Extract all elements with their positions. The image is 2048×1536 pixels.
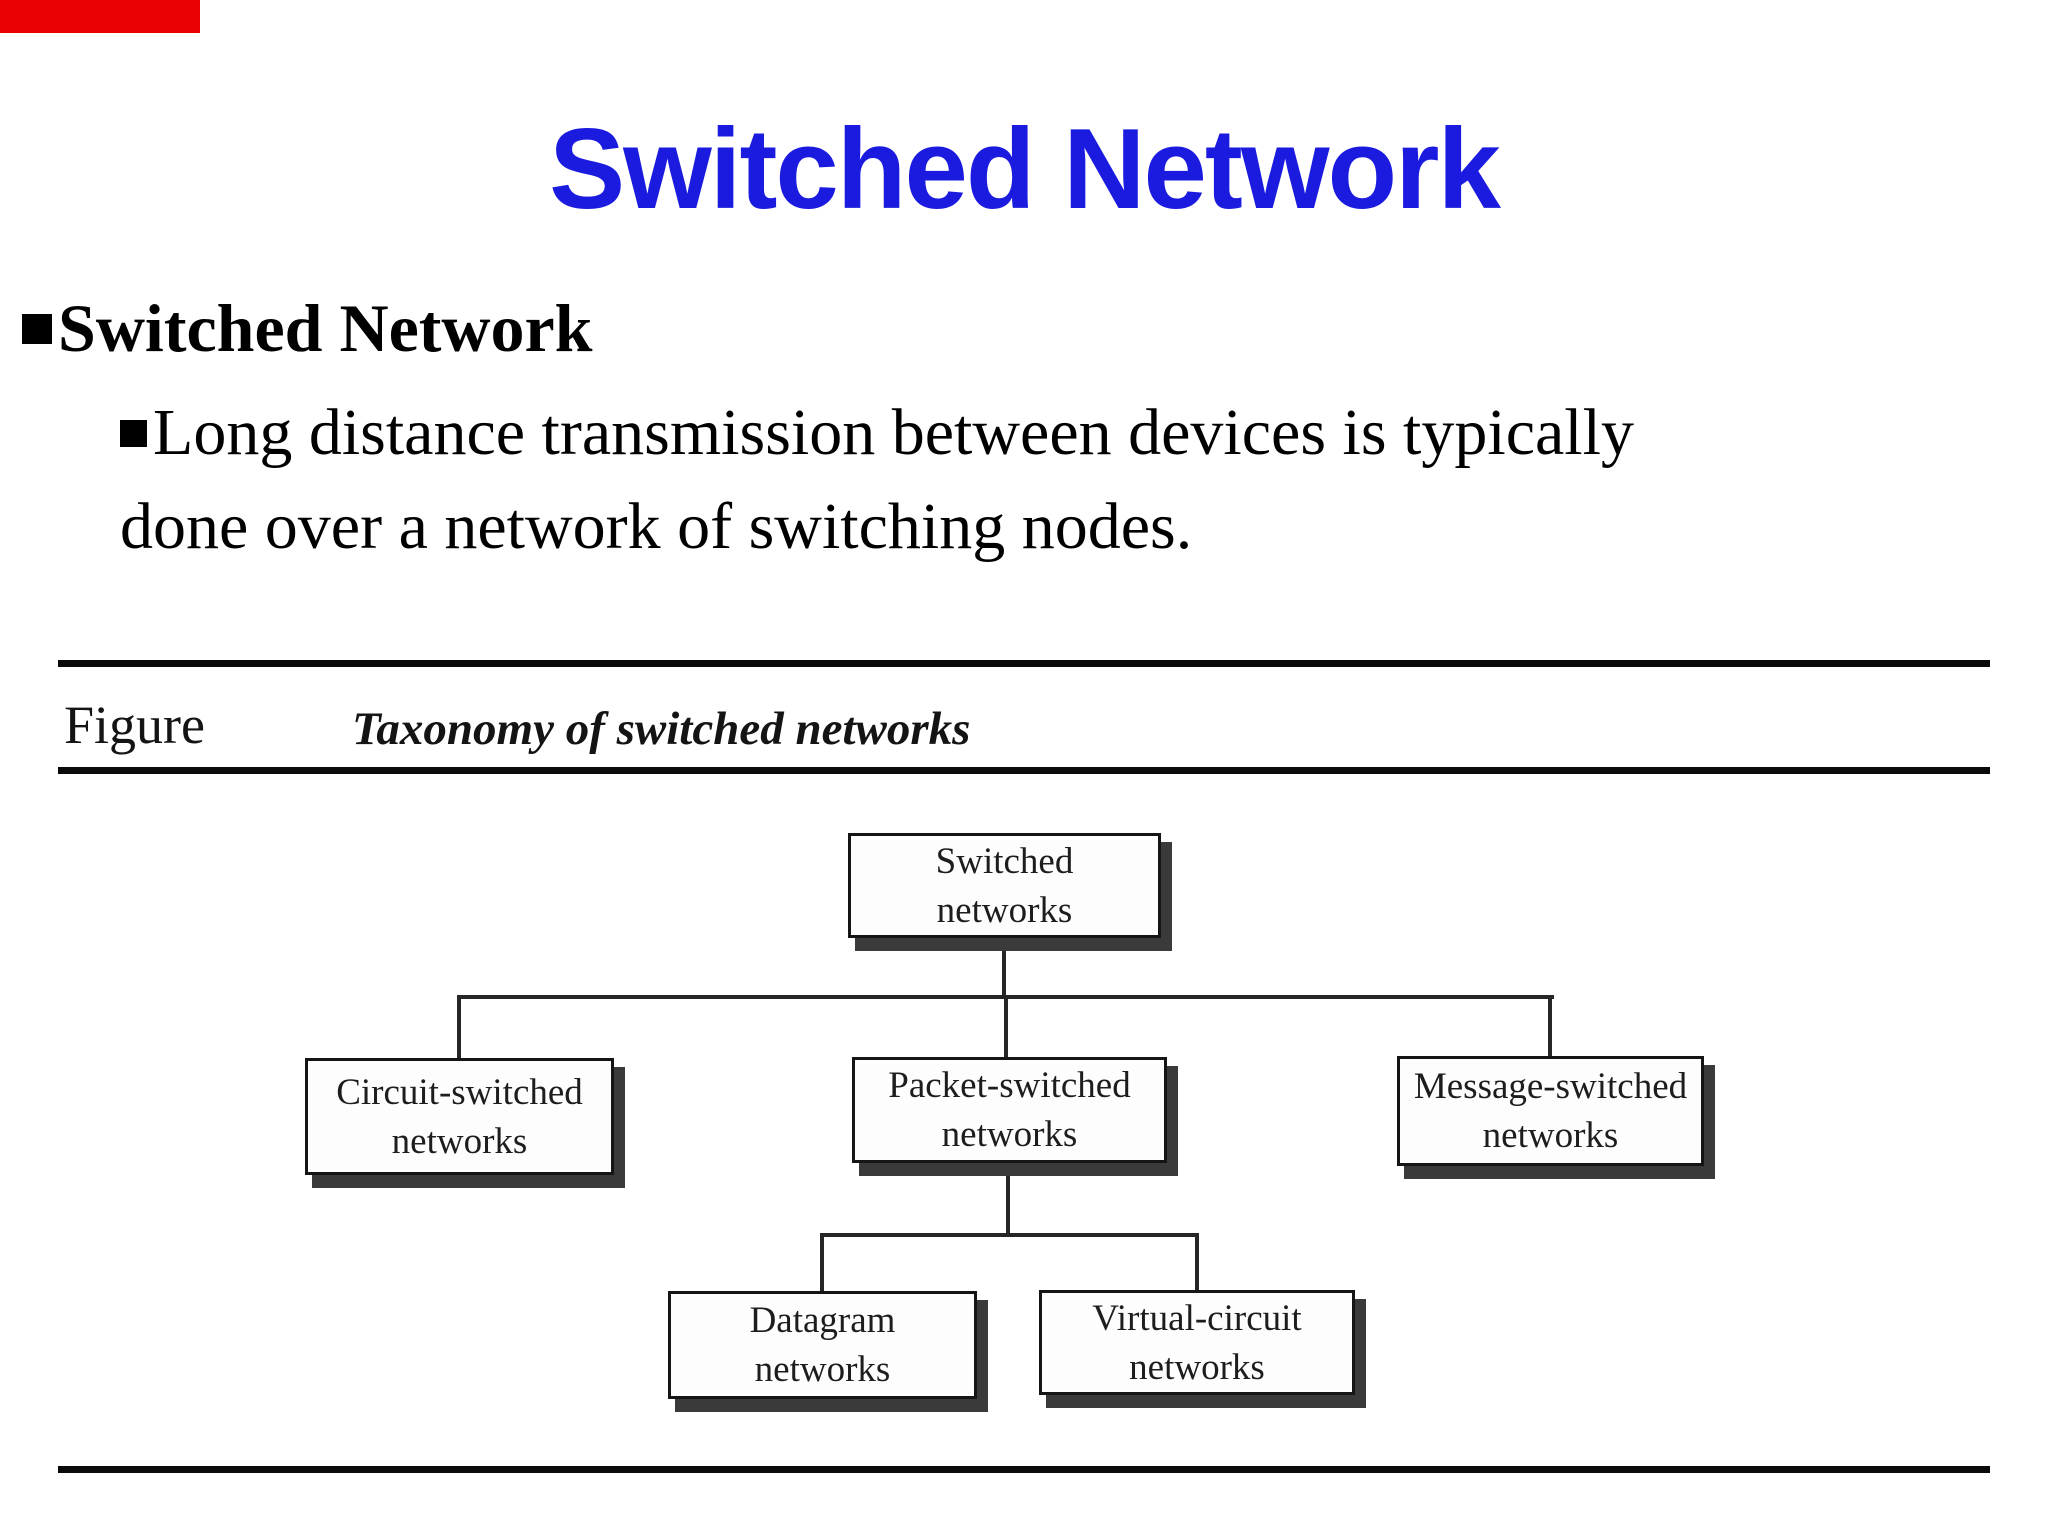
red-corner-bar [0, 0, 200, 33]
node-label-line: networks [1129, 1346, 1265, 1388]
node-datagram-networks: Datagram networks [668, 1291, 977, 1399]
heading-text: Switched Network [58, 290, 593, 366]
node-virtual-circuit-networks: Virtual-circuit networks [1039, 1290, 1355, 1395]
node-circuit-switched-networks: Circuit-switched networks [305, 1058, 614, 1175]
node-message-switched-networks: Message-switched networks [1397, 1056, 1704, 1166]
node-label-line: networks [1482, 1115, 1619, 1156]
figure-bottom-rule [58, 1466, 1990, 1473]
connector-root-down [1002, 936, 1006, 999]
square-bullet-icon [120, 420, 147, 448]
body-line-2-text: done over a network of switching nodes. [120, 490, 1193, 563]
slide-title: Switched Network [549, 106, 1501, 233]
node-label-line: networks [754, 1349, 891, 1390]
figure-top-rule [58, 660, 1990, 667]
node-switched-networks: Switched networks [848, 833, 1161, 938]
square-bullet-icon [22, 314, 52, 345]
connector-level2-horizontal [820, 1233, 1199, 1237]
node-label-line: Switched [935, 840, 1074, 882]
node-label-line: Packet-switched [888, 1065, 1131, 1106]
connector-drop-datagram [820, 1233, 824, 1293]
node-label-line: Datagram [749, 1300, 896, 1341]
figure-caption: Taxonomy of switched networks [352, 703, 971, 755]
node-label-line: networks [391, 1120, 528, 1162]
body-line-1-text: Long distance transmission between devic… [153, 396, 1634, 469]
node-label-line: Message-switched [1413, 1066, 1688, 1107]
node-label-line: Circuit-switched [336, 1071, 583, 1113]
body-line-2: done over a network of switching nodes. [120, 480, 1920, 574]
body-paragraph: Long distance transmission between devic… [120, 386, 1920, 574]
node-label-line: networks [936, 889, 1073, 931]
node-packet-switched-networks: Packet-switched networks [852, 1057, 1167, 1163]
body-line-1: Long distance transmission between devic… [120, 386, 1920, 480]
connector-drop-virtual [1195, 1233, 1199, 1292]
connector-drop-circuit [457, 995, 461, 1061]
heading-switched-network: Switched Network [22, 288, 593, 368]
node-label-line: Virtual-circuit [1092, 1297, 1302, 1339]
figure-caption-rule [58, 767, 1990, 774]
connector-drop-message [1548, 995, 1552, 1059]
connector-drop-packet [1004, 995, 1008, 1060]
node-label-line: networks [941, 1114, 1078, 1155]
connector-packet-down [1006, 1160, 1010, 1237]
figure-label: Figure [64, 695, 205, 755]
